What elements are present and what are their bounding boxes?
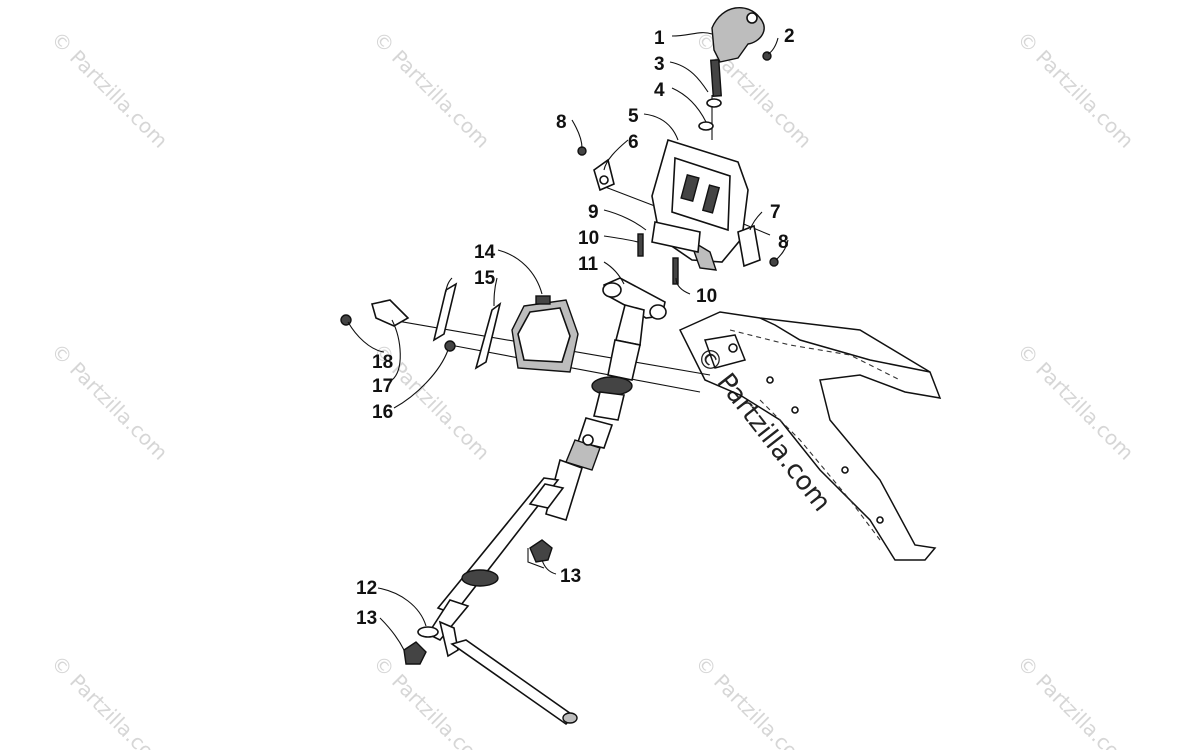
- callout-5: 5: [628, 106, 639, 127]
- part-10-pin: [637, 233, 644, 257]
- part-8-screw: [577, 146, 587, 156]
- part-12-washer: [417, 626, 439, 638]
- callout-labels: 1 2 3 4 5 8 6 7 8 9 10 11 10 14 15 18 17…: [356, 26, 795, 629]
- callout-3: 3: [654, 54, 665, 75]
- callout-14: 14: [474, 242, 496, 263]
- lower-steering-shaft: [426, 458, 583, 642]
- part-10-pin: [672, 257, 679, 285]
- part-13-nut: [403, 641, 427, 665]
- watermark: © Partzilla.com: [690, 27, 816, 153]
- tie-rod: [438, 620, 578, 726]
- callout-4: 4: [654, 80, 665, 101]
- callout-11: 11: [578, 254, 599, 275]
- callout-6: 6: [628, 132, 639, 153]
- callout-1: 1: [654, 28, 665, 49]
- callout-10: 10: [696, 286, 717, 307]
- watermark: © Partzilla.com: [1012, 27, 1138, 153]
- watermark-center: © Partzilla.com: [689, 341, 836, 518]
- part-9-pivot-tube: [651, 221, 701, 253]
- callout-2: 2: [784, 26, 795, 47]
- callout-7: 7: [770, 202, 781, 223]
- callout-leaders: [347, 32, 789, 651]
- part-4-washer: [698, 121, 714, 131]
- callout-17: 17: [372, 376, 393, 397]
- part-5-tilt-bracket: [651, 138, 749, 271]
- part-1-tilt-handle: [710, 6, 765, 97]
- watermark: © Partzilla.com: [1012, 339, 1138, 465]
- part-15-bracket: [432, 282, 502, 370]
- callout-9: 9: [588, 202, 599, 223]
- callout-8: 8: [556, 112, 567, 133]
- part-17-clamp: [370, 299, 410, 327]
- watermark: © Partzilla.com: [46, 339, 172, 465]
- part-13-nut: [529, 539, 553, 563]
- part-3-washer: [706, 98, 722, 108]
- callout-10: 10: [578, 228, 599, 249]
- watermark: © Partzilla.com: [1012, 651, 1138, 750]
- callout-18: 18: [372, 352, 393, 373]
- watermark: © Partzilla.com: [46, 651, 172, 750]
- callout-15: 15: [474, 268, 496, 289]
- callout-12: 12: [356, 578, 377, 599]
- part-11-upper-shaft: [591, 277, 667, 421]
- vehicle-frame: [678, 311, 942, 561]
- part-7-clip: [737, 224, 761, 268]
- universal-joint: [565, 417, 614, 471]
- watermark: © Partzilla.com: [690, 651, 816, 750]
- callout-8: 8: [778, 232, 789, 253]
- watermark: © Partzilla.com: [368, 27, 494, 153]
- part-6-clip: [593, 158, 615, 192]
- part-14-cover: [511, 295, 579, 373]
- callout-13: 13: [356, 608, 377, 629]
- part-16-bolt: [444, 340, 456, 352]
- watermark: © Partzilla.com: [46, 27, 172, 153]
- callout-16: 16: [372, 402, 393, 423]
- watermark: © Partzilla.com: [368, 651, 494, 750]
- callout-13: 13: [560, 566, 581, 587]
